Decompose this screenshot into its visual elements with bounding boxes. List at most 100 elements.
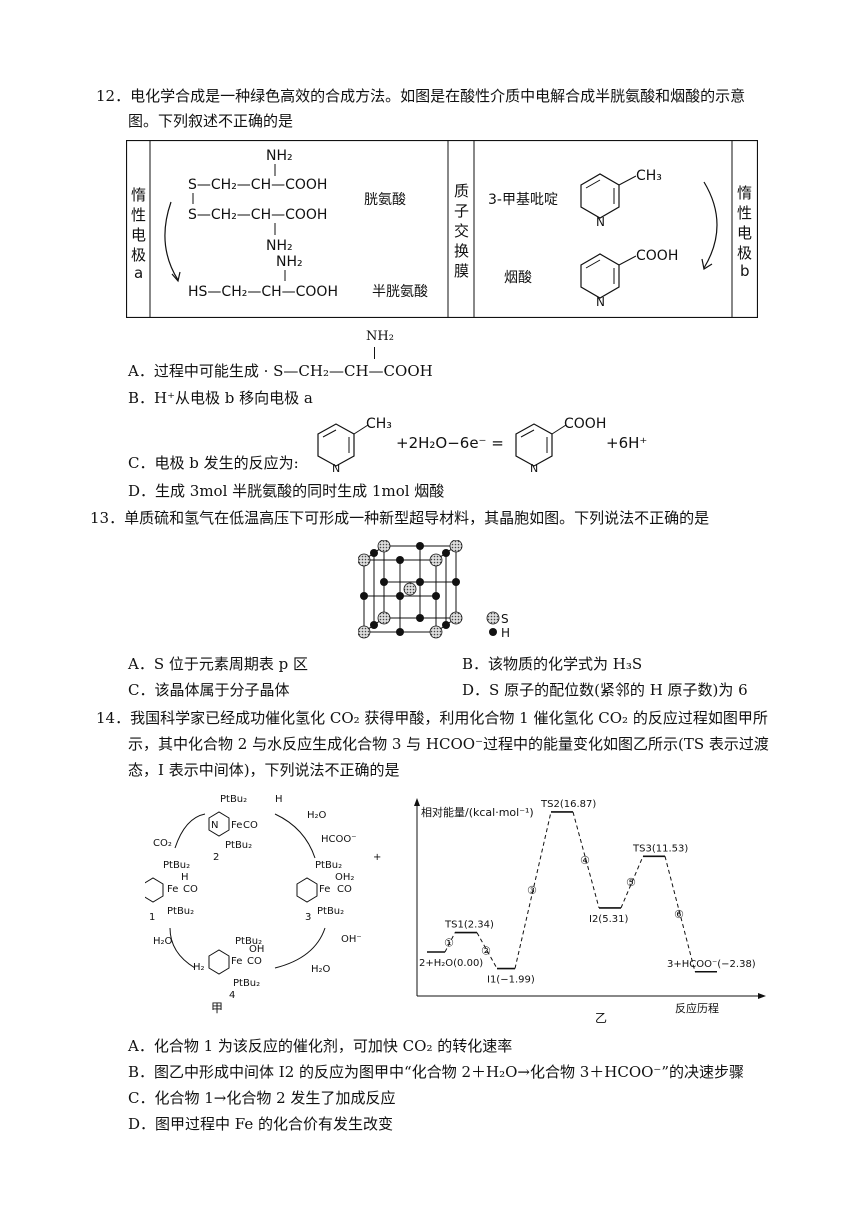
q12-electrolysis-diagram: 惰 性 电 极 a 质 子 交 换 膜 惰 性 电 极 b NH₂ S—CH₂—…	[126, 140, 758, 318]
svg-text:N: N	[530, 462, 538, 475]
svg-text:质: 质	[454, 182, 469, 200]
y-axis-label: 相对能量/(kcal·mol⁻¹)	[421, 805, 534, 819]
svg-text:CO: CO	[183, 884, 198, 895]
energy-chart-caption: 乙	[595, 1011, 607, 1025]
svg-text:CH₃: CH₃	[366, 416, 392, 432]
q14-option-D: D．图甲过程中 Fe 的化合价有发生改变	[128, 1115, 394, 1133]
svg-text:子: 子	[454, 202, 469, 220]
energy-connector-6	[664, 856, 696, 972]
svg-text:CO₂: CO₂	[153, 838, 172, 849]
q13-option-D: D．S 原子的配位数(紧邻的 H 原子数)为 6	[462, 681, 748, 699]
q12-option-C: C．电极 b 发生的反应为:	[128, 454, 299, 472]
svg-text:胱氨酸: 胱氨酸	[364, 192, 406, 208]
svg-text:4: 4	[229, 990, 235, 1001]
svg-text:H: H	[501, 626, 510, 640]
svg-text:交: 交	[454, 222, 469, 240]
svg-text:N: N	[596, 215, 605, 229]
energy-connector-5	[620, 856, 644, 909]
q13-option-C: C．该晶体属于分子晶体	[128, 681, 290, 699]
q14-option-B: B．图乙中形成中间体 I2 的反应为图甲中“化合物 2＋H₂O→化合物 3＋HC…	[128, 1063, 745, 1081]
level-label-6: 3+HCOO⁻(−2.38)	[667, 959, 756, 970]
svg-text:N: N	[211, 820, 218, 831]
svg-text:OH⁻: OH⁻	[341, 934, 362, 945]
q14-energy-diagram: 相对能量/(kcal·mol⁻¹) 反应历程 乙 2+H₂O(0.00)①TS1…	[414, 798, 766, 1025]
svg-text:性: 性	[131, 206, 146, 224]
svg-text:b: b	[740, 262, 750, 280]
x-axis-label: 反应历程	[675, 1001, 719, 1015]
q13-stem: 13．单质硫和氢气在低温高压下可形成一种新型超导材料，其晶胞如图。下列说法不正确…	[90, 509, 710, 527]
svg-text:COOH: COOH	[636, 248, 678, 264]
svg-text:极: 极	[131, 246, 146, 264]
q14-option-A: A．化合物 1 为该反应的催化剂，可加快 CO₂ 的转化速率	[128, 1037, 513, 1055]
right-electrode-label: 惰 性 电 极 b	[737, 184, 752, 280]
svg-text:S—CH₂—CH—COOH: S—CH₂—CH—COOH	[188, 207, 327, 223]
svg-text:极: 极	[737, 244, 752, 262]
svg-text:惰: 惰	[737, 184, 752, 202]
step-label-4: ④	[580, 854, 590, 867]
step-label-6: ⑥	[674, 908, 684, 921]
svg-text:Fe: Fe	[319, 884, 330, 895]
q14-stem-line2: 示，其中化合物 2 与水反应生成化合物 3 与 HCOO⁻过程中的能量变化如图乙…	[128, 735, 769, 753]
svg-text:3-甲基吡啶: 3-甲基吡啶	[488, 191, 558, 208]
svg-text:惰: 惰	[131, 186, 146, 204]
svg-text:2: 2	[213, 852, 219, 863]
svg-text:PtBu₂: PtBu₂	[233, 978, 260, 989]
level-label-3: TS2(16.87)	[540, 799, 596, 810]
step-label-1: ①	[444, 936, 454, 949]
svg-text:+: +	[373, 852, 381, 863]
q12-stem-line2: 图。下列叙述不正确的是	[128, 112, 294, 130]
svg-text:PtBu₂: PtBu₂	[317, 906, 344, 917]
svg-text:PtBu₂: PtBu₂	[220, 794, 247, 805]
svg-text:PtBu₂: PtBu₂	[235, 936, 262, 947]
q14-stem-line3: 态，I 表示中间体)，下列说法不正确的是	[128, 761, 400, 779]
svg-text:NH₂: NH₂	[266, 148, 293, 164]
svg-text:N: N	[332, 462, 340, 475]
compound-3: PtBu₂ Fe CO OH₂ PtBu₂ 3 +	[296, 852, 381, 923]
energy-connector-4	[572, 811, 600, 909]
svg-text:性: 性	[737, 204, 752, 222]
q13-option-A: A．S 位于元素周期表 p 区	[128, 655, 309, 673]
svg-text:3: 3	[305, 912, 311, 923]
svg-text:N: N	[596, 295, 605, 309]
svg-text:NH₂: NH₂	[276, 254, 303, 270]
svg-text:烟酸: 烟酸	[504, 270, 532, 286]
svg-text:1: 1	[149, 912, 155, 923]
svg-text:NH₂: NH₂	[266, 238, 293, 254]
svg-text:S—CH₂—CH—COOH: S—CH₂—CH—COOH	[188, 177, 327, 193]
svg-text:a: a	[134, 264, 143, 282]
svg-text:OH₂: OH₂	[335, 872, 354, 883]
svg-text:半胱氨酸: 半胱氨酸	[372, 284, 428, 300]
svg-text:电: 电	[131, 226, 146, 244]
svg-text:PtBu₂: PtBu₂	[225, 840, 252, 851]
svg-text:H₂O: H₂O	[153, 936, 173, 947]
svg-text:H₂O: H₂O	[307, 810, 327, 821]
q13-option-B: B．该物质的化学式为 H₃S	[462, 655, 643, 673]
svg-text:HS—CH₂—CH—COOH: HS—CH₂—CH—COOH	[188, 284, 338, 300]
left-electrode-label: 惰 性 电 极 a	[131, 186, 146, 282]
q12-option-B: B．H⁺从电极 b 移向电极 a	[128, 389, 313, 407]
q14-catalytic-cycle: PtBu₂ Fe N CO H PtBu₂ 2 PtBu₂ Fe CO H Pt…	[145, 794, 381, 1015]
energy-connector-1	[444, 932, 456, 953]
svg-text:PtBu₂: PtBu₂	[163, 860, 190, 871]
svg-text:CO: CO	[337, 884, 352, 895]
h-atom-legend-icon	[489, 628, 497, 636]
step-label-2: ②	[481, 945, 491, 958]
s-atom-legend-icon	[486, 611, 500, 625]
level-label-4: I2(5.31)	[589, 914, 628, 925]
svg-text:换: 换	[454, 242, 469, 260]
svg-text:Fe: Fe	[231, 820, 242, 831]
level-label-2: I1(−1.99)	[487, 975, 535, 986]
svg-text:HCOO⁻: HCOO⁻	[321, 834, 357, 845]
svg-text:CO: CO	[247, 956, 262, 967]
compound-1: PtBu₂ Fe CO H PtBu₂ 1	[145, 860, 198, 923]
svg-text:S: S	[501, 612, 509, 626]
svg-text:Fe: Fe	[231, 956, 242, 967]
cysteine-structure: NH₂ HS—CH₂—CH—COOH 半胱氨酸	[188, 254, 428, 300]
svg-text:CH₃: CH₃	[636, 168, 662, 184]
q12-stem-line1: 12．电化学合成是一种绿色高效的合成方法。如图是在酸性介质中电解合成半胱氨酸和烟…	[96, 87, 746, 105]
q12-A-bond	[374, 347, 375, 359]
nicotinic-acid-structure: 烟酸 COOH N	[504, 248, 678, 309]
q14-option-C: C．化合物 1→化合物 2 发生了加成反应	[128, 1089, 396, 1107]
energy-connector-3	[514, 811, 552, 969]
compound-4: PtBu₂ Fe CO OH PtBu₂ 4	[208, 936, 264, 1001]
